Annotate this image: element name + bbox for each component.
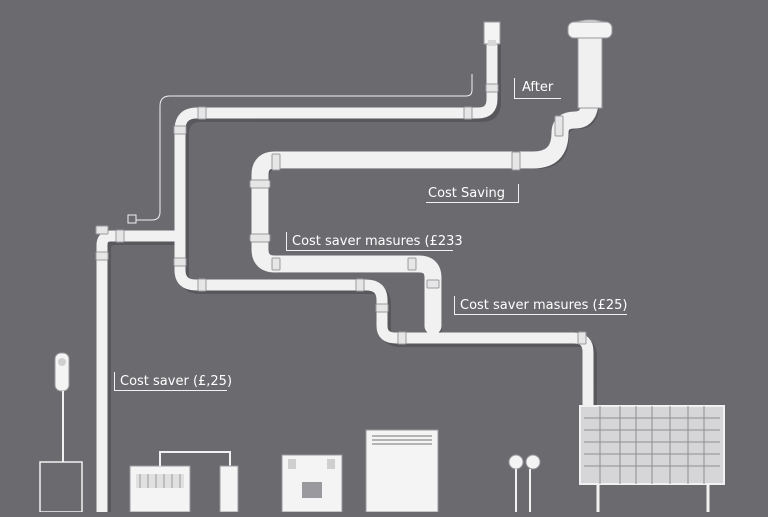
cost-saver-measures-2-bracket — [454, 296, 627, 315]
exhaust-stack-icon — [567, 19, 613, 109]
heat-pump-icon — [129, 451, 239, 513]
thin-sensor-wire — [127, 74, 473, 224]
radiator-unit-icon — [365, 429, 439, 513]
pipe-couplings — [95, 83, 601, 345]
cost-saving-bracket — [426, 184, 519, 203]
meter-icon — [39, 461, 83, 513]
label-cost-saver-measures-1: Cost saver masures (£233 — [292, 234, 463, 249]
vent-stub-icon — [483, 21, 501, 46]
label-cost-saver-measures-2: Cost saver masures (£25) — [460, 298, 628, 313]
label-cost-saver: Cost saver (£,25) — [120, 374, 233, 389]
solar-panel-icon — [579, 405, 725, 512]
cost-saver-measures-1-bracket — [286, 232, 453, 251]
cost-saver-bracket — [114, 372, 227, 391]
thermostat-icon — [54, 352, 70, 462]
main-pipe-left — [96, 34, 498, 517]
label-after: After — [522, 80, 554, 95]
dial-sensors-icon — [508, 454, 541, 512]
boiler-icon — [281, 454, 343, 513]
after-bracket — [514, 78, 561, 99]
label-cost-saving: Cost Saving — [428, 186, 506, 201]
